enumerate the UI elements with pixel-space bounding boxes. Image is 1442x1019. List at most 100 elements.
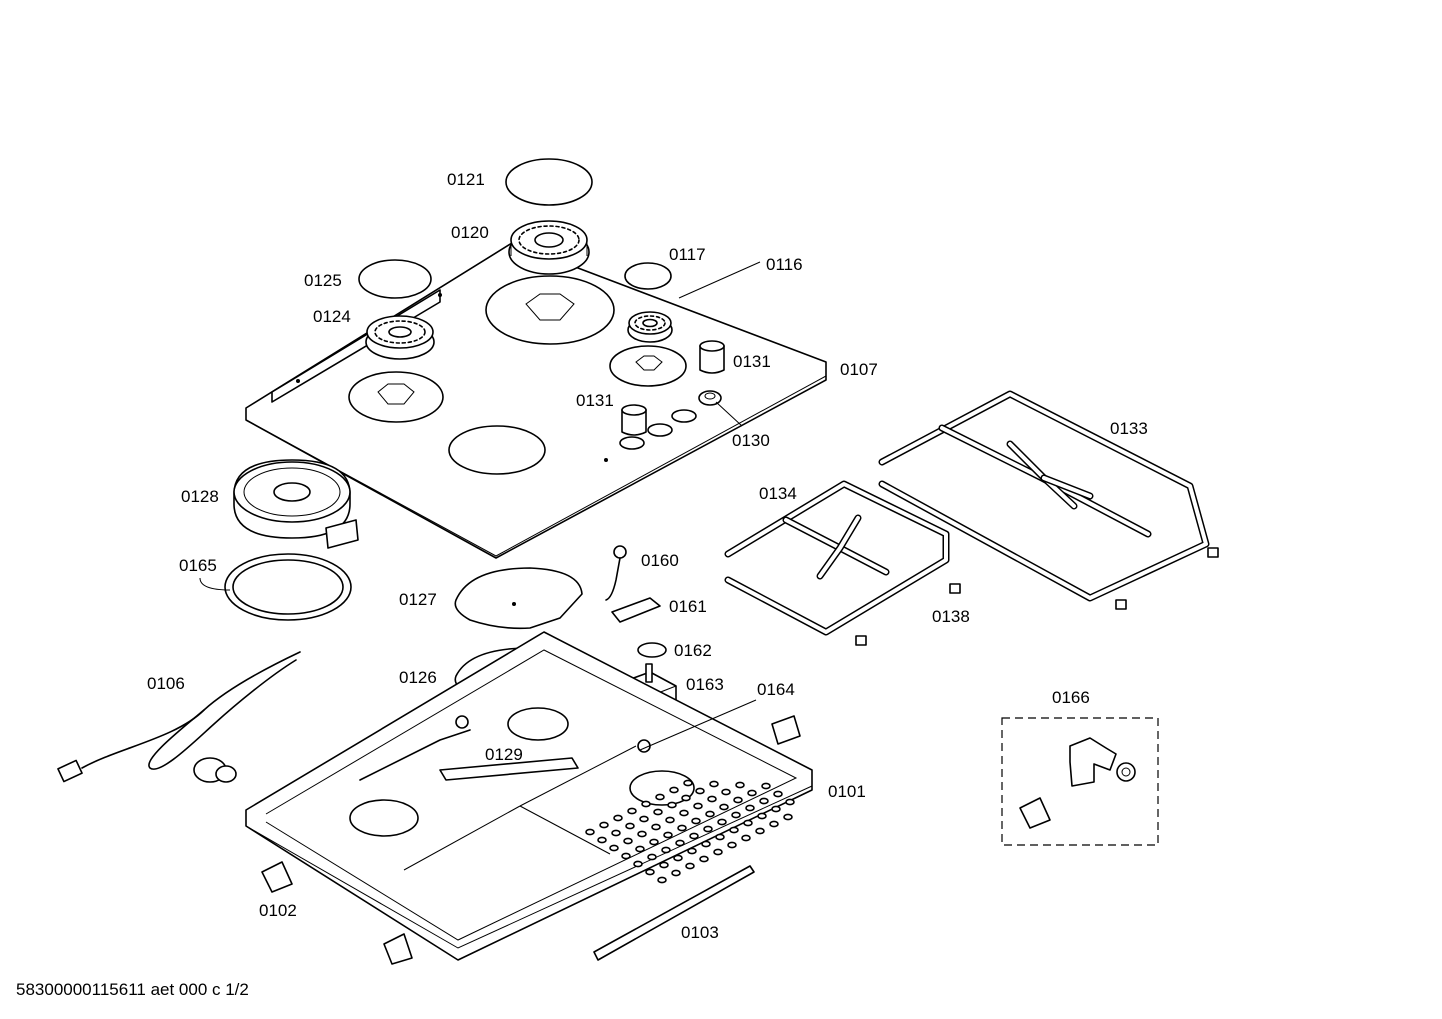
vent-hole: [757, 812, 767, 820]
vent-hole: [613, 814, 623, 822]
vent-hole: [735, 781, 745, 789]
vent-hole: [653, 808, 663, 816]
vent-hole: [687, 847, 697, 855]
large-burner: [508, 220, 590, 275]
vent-hole: [785, 798, 795, 806]
vent-hole: [703, 825, 713, 833]
mounting-clip: [261, 861, 293, 893]
part-label: 0165: [179, 556, 217, 575]
leader-lines: [199, 261, 761, 751]
mounting-clip: [383, 933, 413, 965]
vent-hole: [663, 831, 673, 839]
vent-hole: [671, 869, 681, 877]
bottom-tray: [245, 631, 813, 961]
part-label: 0102: [259, 901, 297, 920]
part-label: 0128: [181, 487, 219, 506]
vent-hole: [609, 844, 619, 852]
vent-hole: [755, 827, 765, 835]
part-label: 0121: [447, 170, 485, 189]
part-label: 0117: [669, 245, 706, 264]
vent-hole: [709, 780, 719, 788]
part-label: 0127: [399, 590, 437, 609]
vent-hole: [733, 796, 743, 804]
vent-hole: [621, 852, 631, 860]
vent-hole: [641, 800, 651, 808]
pan-support-large: [878, 390, 1219, 610]
part-labels: 0121 0120 0117 0116 0125 0124 0131 0107 …: [147, 170, 1148, 942]
part-label: 0161: [669, 597, 707, 616]
vent-hole: [639, 815, 649, 823]
vent-hole: [705, 810, 715, 818]
part-label: 0163: [686, 675, 724, 694]
power-cable: [57, 651, 301, 783]
vent-hole: [645, 868, 655, 876]
vent-hole: [647, 853, 657, 861]
part-label: 0125: [304, 271, 342, 290]
vent-hole: [707, 795, 717, 803]
vent-hole: [691, 817, 701, 825]
vent-hole: [679, 809, 689, 817]
part-label: 0134: [759, 484, 797, 503]
part-label: 0166: [1052, 688, 1090, 707]
vent-hole: [741, 834, 751, 842]
vent-hole: [625, 822, 635, 830]
vent-hole: [657, 876, 667, 884]
vent-hole: [773, 790, 783, 798]
part-label: 0162: [674, 641, 712, 660]
vent-hole: [727, 841, 737, 849]
part-label: 0124: [313, 307, 351, 326]
vent-hole: [783, 813, 793, 821]
part-label: 0126: [399, 668, 437, 687]
small-burner-cap: [624, 262, 672, 290]
part-label: 0133: [1110, 419, 1148, 438]
pan-support-small: [724, 480, 961, 646]
medium-burner: [365, 315, 435, 360]
part-label: 0103: [681, 923, 719, 942]
vent-hole: [599, 821, 609, 829]
part-label: 0131: [576, 391, 614, 410]
vent-hole: [693, 802, 703, 810]
vent-hole: [677, 824, 687, 832]
vent-hole: [689, 832, 699, 840]
knob-ring: [698, 390, 722, 406]
vent-hole: [761, 782, 771, 790]
vent-hole: [771, 805, 781, 813]
small-burner: [627, 311, 673, 343]
vent-hole: [683, 779, 693, 787]
part-label: 0131: [733, 352, 771, 371]
vent-hole: [669, 786, 679, 794]
vent-hole: [745, 804, 755, 812]
thermocouple-plate: [611, 597, 661, 623]
vent-hole: [611, 829, 621, 837]
large-burner-cap: [505, 158, 593, 206]
vent-hole: [623, 837, 633, 845]
vent-hole: [627, 807, 637, 815]
thermocouple: [605, 545, 627, 601]
conversion-kit: [1001, 717, 1159, 846]
part-label: 0130: [732, 431, 770, 450]
vent-hole: [719, 803, 729, 811]
washer: [637, 642, 667, 658]
vent-hole: [659, 861, 669, 869]
heat-shield-upper: [454, 567, 583, 630]
vent-hole: [747, 789, 757, 797]
vent-hole: [635, 845, 645, 853]
vent-hole: [675, 839, 685, 847]
vent-hole: [715, 833, 725, 841]
part-label: 0120: [451, 223, 489, 242]
vent-hole: [701, 840, 711, 848]
clip: [771, 715, 801, 745]
vent-hole: [769, 820, 779, 828]
vent-hole: [661, 846, 671, 854]
part-label: 0107: [840, 360, 878, 379]
control-knob: [699, 340, 725, 374]
electric-hotplate: [233, 459, 359, 549]
seal-strip: [593, 865, 755, 961]
vent-hole: [681, 794, 691, 802]
vent-grid: [585, 779, 795, 884]
part-label: 0101: [828, 782, 866, 801]
vent-hole: [731, 811, 741, 819]
vent-hole: [633, 860, 643, 868]
vent-hole: [721, 788, 731, 796]
